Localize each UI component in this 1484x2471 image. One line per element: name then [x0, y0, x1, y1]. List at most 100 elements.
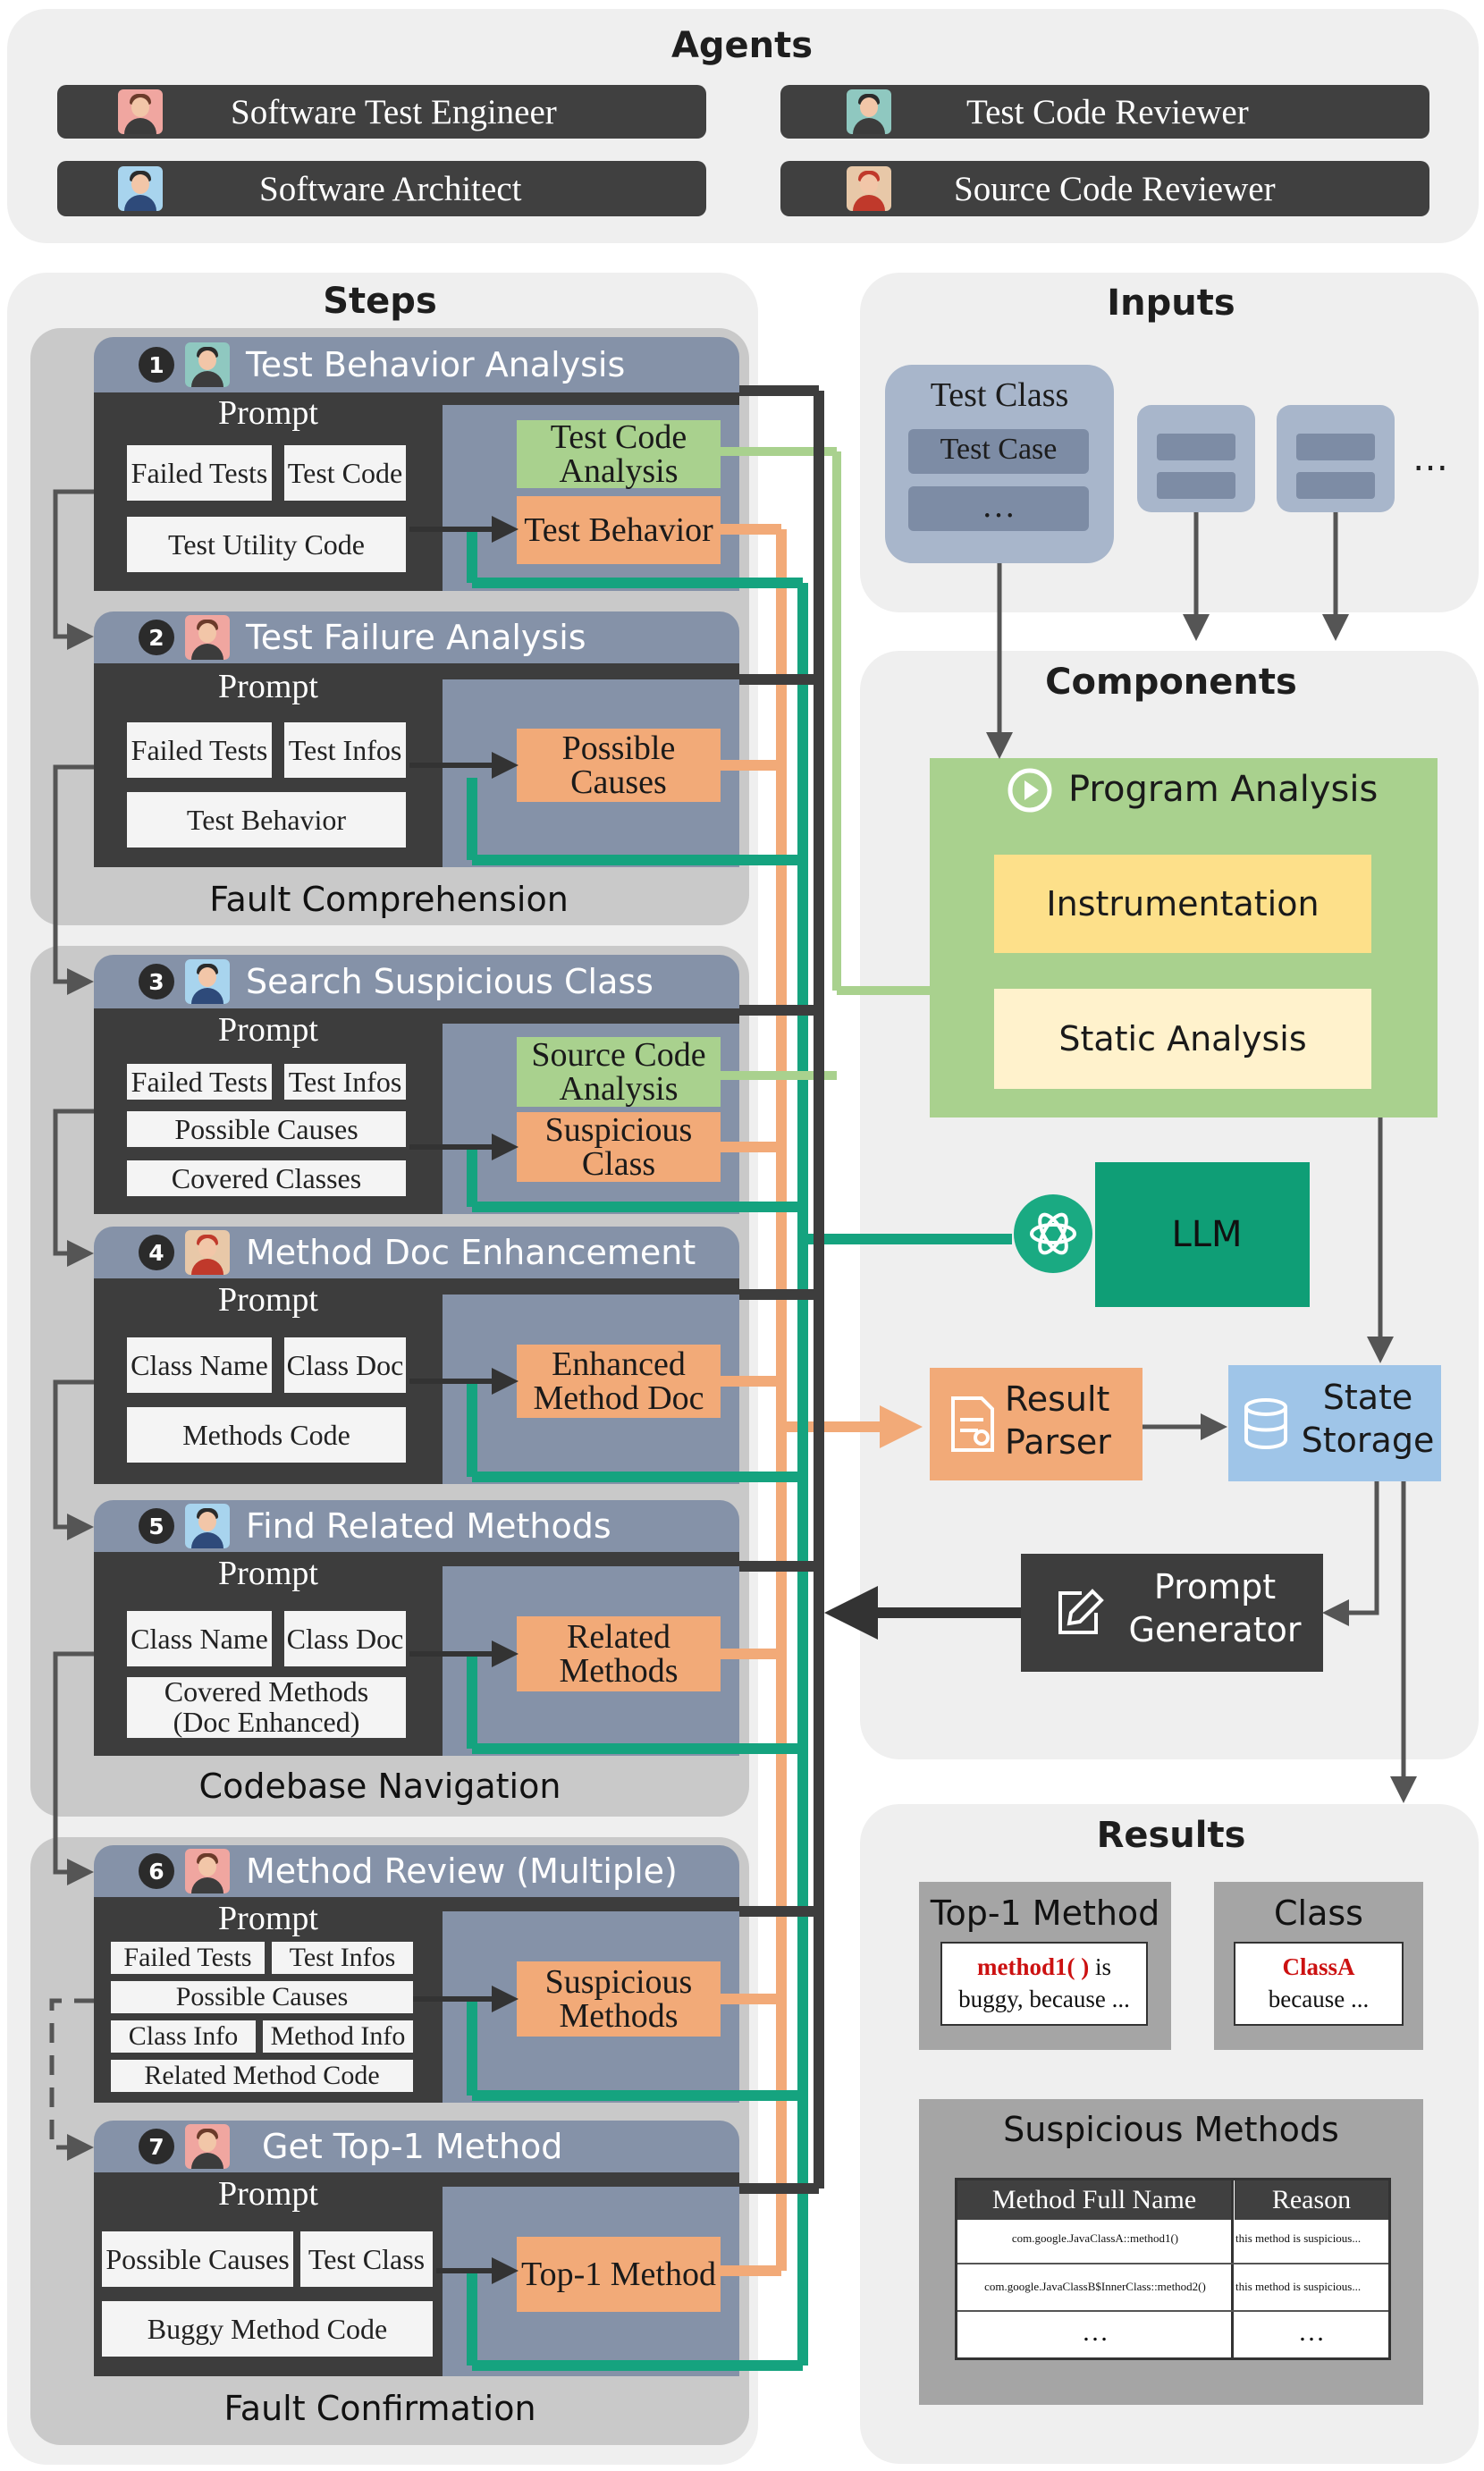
input-chip: Test Class	[300, 2231, 433, 2287]
step-6-header: 6 Method Review (Multiple)	[94, 1845, 739, 1897]
input-chip: Covered Methods (Doc Enhanced)	[127, 1677, 406, 1738]
more-test-cases: …	[982, 487, 1016, 525]
agents-title: Agents	[670, 25, 814, 66]
output-box: Source Code Analysis	[517, 1037, 721, 1107]
engineer-female-avatar-icon	[185, 2124, 230, 2169]
class-result: ClassA because ...	[1234, 1942, 1404, 2026]
top1-method-label: Top-1 Method	[930, 1893, 1160, 1933]
table-col-divider	[1231, 2180, 1234, 2357]
prompt-label: Prompt	[218, 2175, 318, 2213]
agent-source-code-reviewer: Source Code Reviewer	[780, 161, 1429, 216]
input-row	[1157, 472, 1235, 499]
input-row	[1296, 434, 1375, 460]
step-title: Search Suspicious Class	[246, 962, 653, 1001]
step-7-header: 7 Get Top-1 Method	[94, 2121, 739, 2172]
step-number-badge: 1	[139, 347, 174, 383]
reviewer-bearded-avatar-icon	[185, 342, 230, 387]
step-5-header: 5 Find Related Methods	[94, 1500, 739, 1552]
instrumentation-label: Instrumentation	[1046, 884, 1320, 923]
input-chip: Class Name	[127, 1337, 272, 1393]
test-class-label: Test Class	[930, 376, 1069, 414]
static-analysis-label: Static Analysis	[1058, 1019, 1307, 1058]
agent-label: Software Test Engineer	[231, 92, 557, 131]
database-icon	[1241, 1396, 1291, 1450]
output-box: Suspicious Methods	[517, 1961, 721, 2037]
suspicious-methods-title: Suspicious Methods	[1003, 2110, 1339, 2149]
input-chip: Test Infos	[272, 1942, 413, 1974]
step-number-badge: 5	[139, 1508, 174, 1544]
output-box: Possible Causes	[517, 729, 721, 802]
step-3-header: 3 Search Suspicious Class	[94, 955, 739, 1008]
input-chip: Failed Tests	[127, 1064, 272, 1100]
agent-software-test-engineer: Software Test Engineer	[57, 85, 706, 139]
prompt-label: Prompt	[218, 668, 318, 705]
input-chip: Class Info	[111, 2020, 256, 2053]
step-title: Method Review (Multiple)	[246, 1851, 678, 1891]
step-4-header: 4 Method Doc Enhancement	[94, 1227, 739, 1278]
engineer-female-avatar-icon	[185, 1849, 230, 1893]
step-title: Get Top-1 Method	[262, 2127, 563, 2166]
document-icon	[948, 1395, 998, 1454]
input-chip: Methods Code	[127, 1407, 406, 1463]
step-2-header: 2 Test Failure Analysis	[94, 611, 739, 663]
architect-avatar-icon	[185, 959, 230, 1004]
prompt-label: Prompt	[218, 1011, 318, 1049]
llm-box: LLM	[1095, 1162, 1310, 1307]
class-label: Class	[1274, 1893, 1363, 1933]
steps-title: Steps	[323, 281, 437, 322]
input-chip: Test Infos	[284, 722, 406, 778]
input-row	[1157, 434, 1235, 460]
step-number-badge: 3	[139, 964, 174, 999]
play-icon	[1007, 767, 1053, 814]
input-chip: Failed Tests	[127, 722, 272, 778]
state-storage-label: State Storage	[1301, 1378, 1435, 1460]
table-row: com.google.JavaClassB$InnerClass::method…	[960, 2280, 1230, 2294]
input-chip: Test Code	[284, 445, 406, 501]
results-title: Results	[1096, 1815, 1246, 1856]
step-title: Find Related Methods	[246, 1506, 611, 1546]
input-chip: Related Method Code	[111, 2060, 413, 2092]
group-label: Fault Confirmation	[223, 2389, 536, 2428]
input-chip: Test Utility Code	[127, 517, 406, 572]
llm-label: LLM	[1171, 1214, 1243, 1255]
top1-method-name: method1( )	[977, 1953, 1090, 1980]
class-name: ClassA	[1282, 1953, 1355, 1980]
output-box: Suspicious Class	[517, 1112, 721, 1182]
static-analysis-box: Static Analysis	[994, 989, 1371, 1089]
more-inputs-ellipsis: …	[1412, 438, 1448, 479]
output-box: Related Methods	[517, 1616, 721, 1691]
agent-label: Test Code Reviewer	[966, 92, 1249, 131]
inputs-title: Inputs	[1107, 283, 1235, 324]
step-1-header: 1 Test Behavior Analysis	[94, 337, 739, 392]
group-label: Fault Comprehension	[209, 880, 569, 919]
step-number-badge: 7	[139, 2129, 174, 2164]
input-chip: Class Doc	[284, 1611, 406, 1666]
agent-test-code-reviewer: Test Code Reviewer	[780, 85, 1429, 139]
output-box: Test Code Analysis	[517, 420, 721, 488]
output-box: Test Behavior	[517, 496, 721, 564]
result-parser-label: Result Parser	[1005, 1379, 1111, 1462]
engineer-female-avatar-icon	[118, 89, 163, 134]
input-chip: Possible Causes	[102, 2231, 293, 2287]
input-chip: Possible Causes	[111, 1981, 413, 2013]
reviewer-female-avatar-icon	[847, 166, 891, 211]
output-box: Enhanced Method Doc	[517, 1345, 721, 1418]
table-row: com.google.JavaClassA::method1()	[960, 2231, 1230, 2246]
state-storage-box	[1228, 1365, 1441, 1481]
engineer-female-avatar-icon	[185, 615, 230, 660]
components-title: Components	[1045, 662, 1297, 703]
instrumentation-box: Instrumentation	[994, 855, 1371, 953]
result-parser-box	[930, 1368, 1143, 1480]
input-chip-text: Covered Methods (Doc Enhanced)	[164, 1675, 369, 1738]
step-number-badge: 4	[139, 1235, 174, 1270]
input-chip: Class Doc	[284, 1337, 406, 1393]
prompt-label: Prompt	[218, 394, 318, 432]
step-number-badge: 6	[139, 1853, 174, 1889]
input-chip: Test Behavior	[127, 792, 406, 848]
input-chip: Possible Causes	[127, 1111, 406, 1147]
reviewer-bearded-avatar-icon	[847, 89, 891, 134]
input-chip: Failed Tests	[111, 1942, 265, 1974]
table-cell: …	[1298, 2317, 1325, 2347]
input-chip: Buggy Method Code	[102, 2301, 433, 2357]
step-title: Test Failure Analysis	[246, 618, 586, 657]
